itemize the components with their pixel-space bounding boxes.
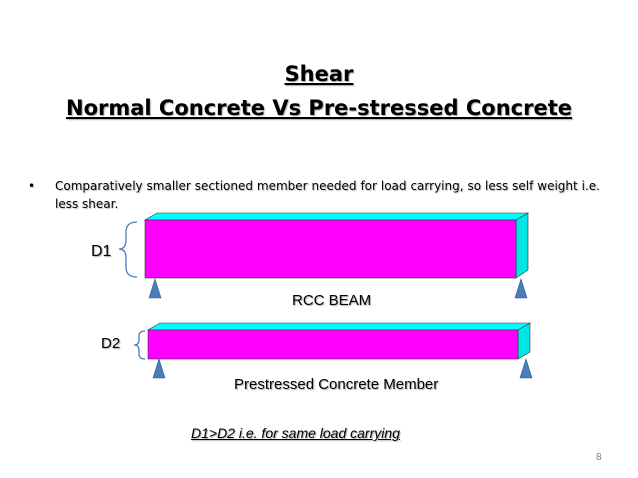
comparison-note: D1>D2 i.e. for same load carrying: [191, 425, 400, 441]
slide-title: Shear: [284, 62, 354, 86]
bullet-dot: •: [28, 179, 36, 193]
depth-label-d1: D1: [91, 243, 112, 260]
slide-subtitle: Normal Concrete Vs Pre-stressed Concrete: [66, 96, 572, 120]
prestressed-beam-caption: Prestressed Concrete Member: [234, 376, 439, 393]
prestressed-beam-top-face: [146, 322, 532, 331]
depth-label-d2: D2: [101, 335, 121, 352]
prestressed-beam-front-face: [147, 329, 519, 360]
rcc-beam-top-face: [143, 212, 530, 221]
d1-brace: [118, 221, 138, 278]
prestressed-beam: [146, 322, 532, 360]
rcc-left-support: [148, 278, 162, 299]
rcc-right-support: [514, 278, 528, 299]
d2-brace: [133, 330, 146, 360]
rcc-beam-front-face: [144, 219, 517, 279]
page-number: 8: [596, 452, 602, 463]
bullet-text: Comparatively smaller sectioned member n…: [55, 179, 600, 211]
rcc-beam: [143, 212, 530, 279]
rcc-beam-caption: RCC BEAM: [292, 292, 372, 309]
prestressed-left-support: [152, 358, 166, 379]
prestressed-right-support: [519, 358, 533, 379]
rcc-beam-end-face: [515, 212, 529, 279]
